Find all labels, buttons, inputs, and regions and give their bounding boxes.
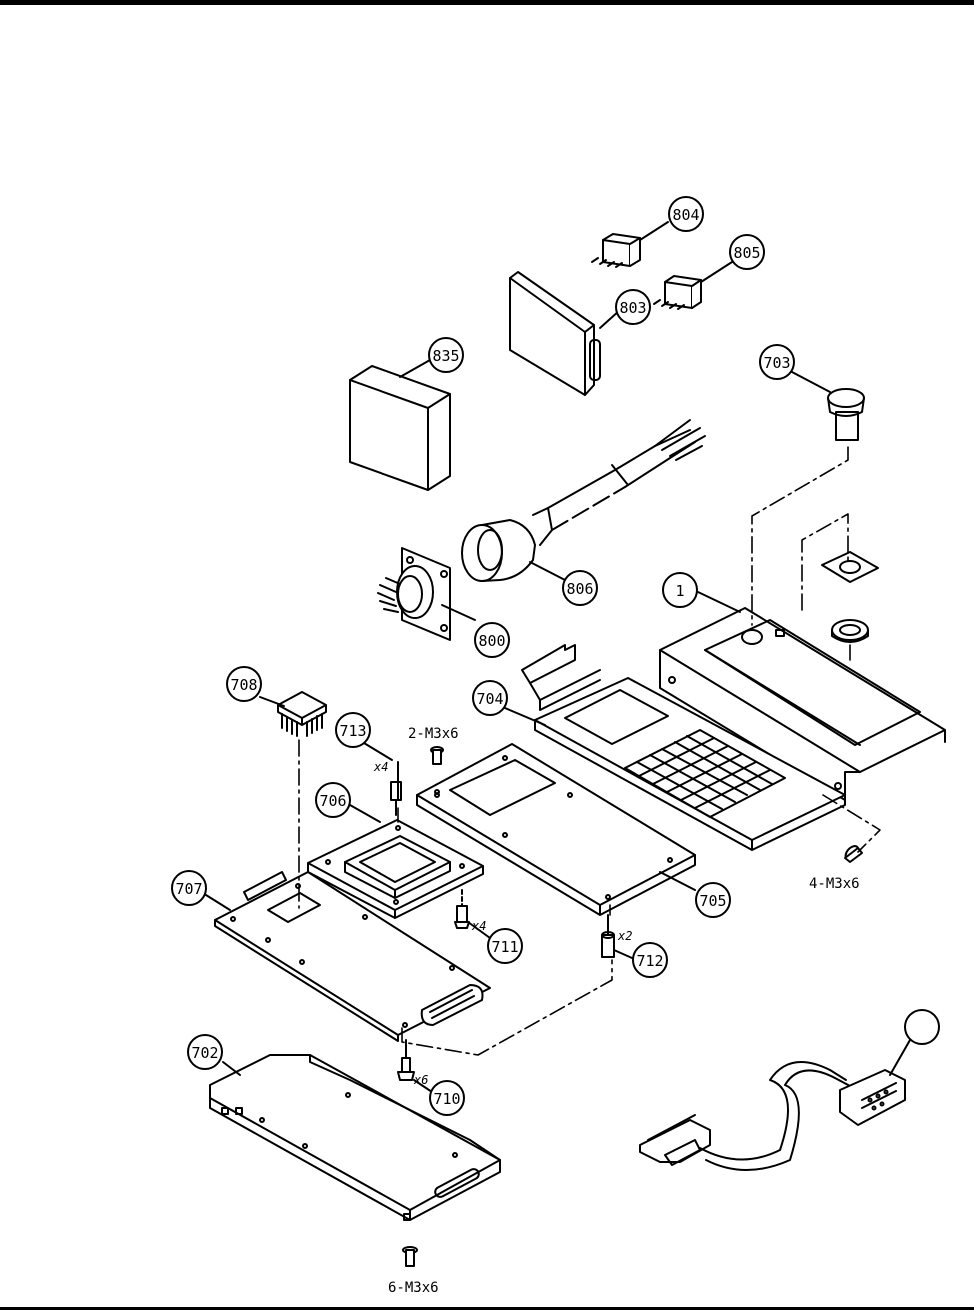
- callout-800: 800: [475, 623, 509, 657]
- qty-710: x6: [413, 1073, 428, 1087]
- callout-835: 835: [429, 338, 463, 372]
- svg-text:706: 706: [319, 792, 346, 810]
- qty-711: x4: [471, 919, 486, 933]
- callout-805: 805: [730, 235, 764, 269]
- svg-text:835: 835: [432, 347, 459, 365]
- svg-text:712: 712: [636, 952, 663, 970]
- switch-bracket-and-nut: [822, 552, 878, 642]
- callout-713: 713: [336, 713, 370, 747]
- callout-711: 711: [488, 929, 522, 963]
- callout-804: 804: [669, 197, 703, 231]
- part-708-chip: [260, 692, 326, 736]
- svg-text:704: 704: [476, 690, 503, 708]
- part-803-board: [510, 272, 620, 395]
- svg-text:711: 711: [491, 938, 518, 956]
- callout-703: 703: [760, 345, 794, 379]
- callout-707: 707: [172, 871, 206, 905]
- part-707-circuit-board: [206, 872, 490, 1041]
- svg-text:803: 803: [619, 299, 646, 317]
- svg-text:705: 705: [699, 892, 726, 910]
- svg-text:805: 805: [733, 244, 760, 262]
- callout-702: 702: [188, 1035, 222, 1069]
- qty-712: x2: [617, 929, 632, 943]
- svg-text:800: 800: [478, 632, 505, 650]
- svg-text:708: 708: [230, 676, 257, 694]
- part-800-receptacle: [378, 548, 475, 640]
- callout-806: 806: [563, 571, 597, 605]
- callout-blank: [905, 1010, 939, 1044]
- part-805-connector: [654, 262, 732, 309]
- svg-text:703: 703: [763, 354, 790, 372]
- svg-text:713: 713: [339, 722, 366, 740]
- svg-text:707: 707: [175, 880, 202, 898]
- callout-704: 704: [473, 681, 507, 715]
- right-screw: [843, 844, 862, 863]
- svg-text:702: 702: [191, 1044, 218, 1062]
- part-835-block: [350, 360, 450, 490]
- svg-text:710: 710: [433, 1090, 460, 1108]
- bottom-screw: [403, 1247, 417, 1266]
- part-702-tray: [210, 1055, 500, 1220]
- svg-text:804: 804: [672, 206, 699, 224]
- callout-1: 1: [663, 573, 697, 607]
- callout-708: 708: [227, 667, 261, 701]
- part-806-cable-connector: [462, 420, 705, 581]
- callout-706: 706: [316, 783, 350, 817]
- svg-text:806: 806: [566, 580, 593, 598]
- part-804-connector: [592, 222, 668, 267]
- part-703-knob: [792, 372, 864, 440]
- cable-assembly: [640, 1040, 910, 1170]
- callout-710: 710: [430, 1081, 464, 1115]
- part-713-standoff: [364, 743, 401, 815]
- note-6-m3x6: 6-M3x6: [388, 1280, 439, 1296]
- note-4-m3x6: 4-M3x6: [809, 876, 860, 892]
- callout-803: 803: [616, 290, 650, 324]
- note-2-m3x6: 2-M3x6: [408, 726, 459, 742]
- callout-705: 705: [696, 883, 730, 917]
- svg-text:1: 1: [675, 582, 684, 600]
- qty-713: x4: [373, 760, 388, 774]
- callout-712: 712: [633, 943, 667, 977]
